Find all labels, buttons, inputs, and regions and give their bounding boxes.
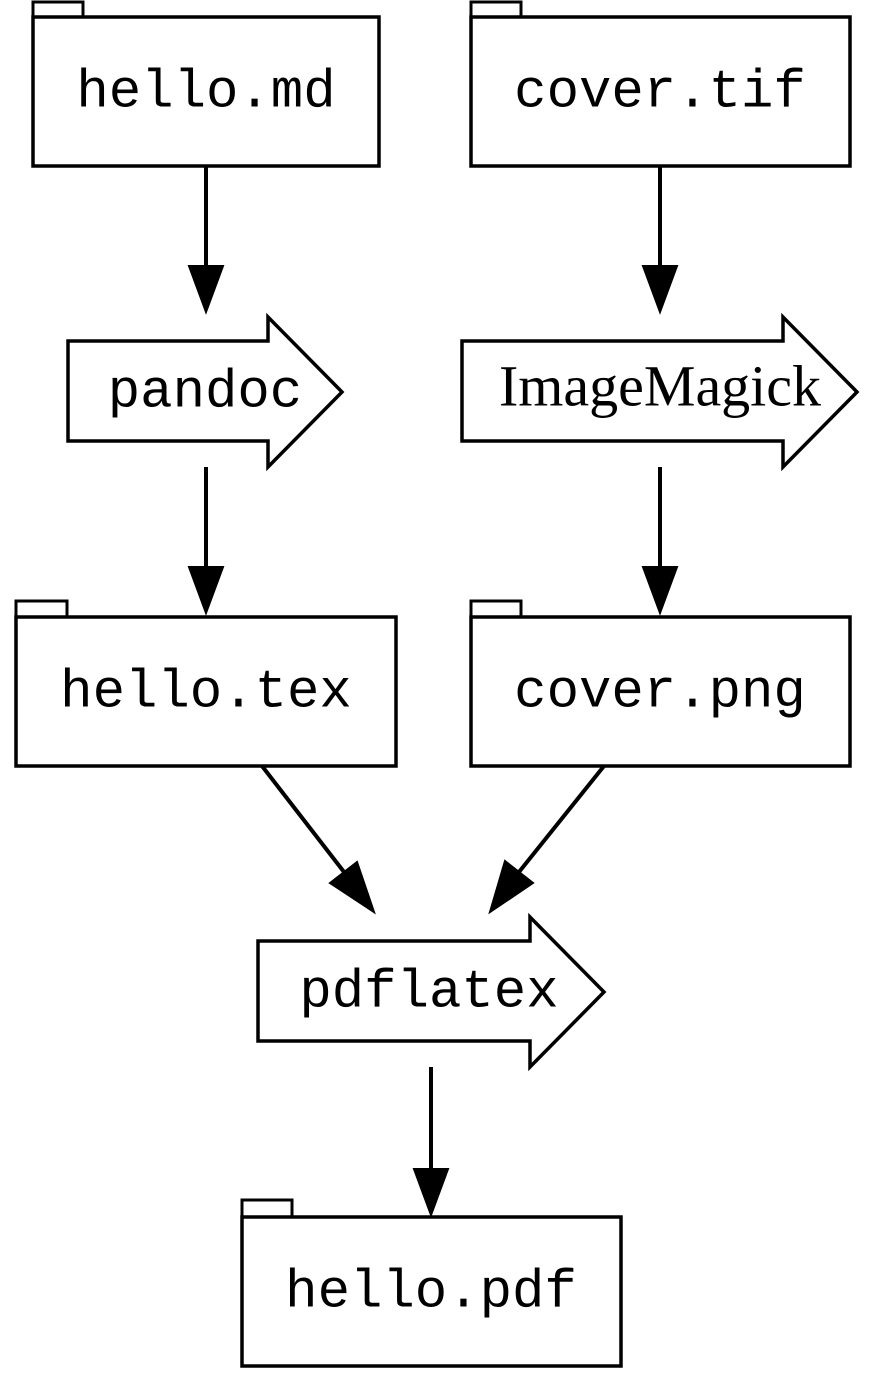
folder-tab: [469, 0, 523, 17]
arrowhead: [412, 1168, 450, 1218]
tool-label: pdflatex: [299, 962, 558, 1023]
tool-arrow-shape: [256, 912, 607, 1072]
arrowhead: [641, 566, 679, 616]
file-box: [14, 615, 398, 768]
file-label: cover.tif: [514, 62, 806, 123]
folder-tab: [240, 1198, 294, 1217]
tool-node-pandoc: pandoc: [66, 312, 345, 472]
tool-node-imagemagick: ImageMagick: [460, 312, 860, 472]
edge-pdflatex-to-hello-pdf: [412, 1067, 450, 1218]
edge-imagemagick-to-cover-png: [641, 467, 679, 616]
file-label: cover.png: [514, 662, 806, 723]
folder-tab: [14, 599, 69, 617]
folder-tab: [469, 599, 523, 617]
file-label: hello.tex: [60, 662, 352, 723]
file-label: hello.pdf: [285, 1262, 577, 1323]
tool-label: pandoc: [108, 362, 302, 423]
folder-tab: [31, 0, 85, 17]
tool-node-pdflatex: pdflatex: [256, 912, 607, 1072]
tool-label: ImageMagick: [499, 353, 821, 418]
file-node-hello-md: hello.md: [31, 0, 381, 168]
arrowhead: [187, 265, 225, 315]
edge-pandoc-to-hello-tex: [187, 467, 225, 616]
file-box: [469, 615, 852, 768]
arrowhead: [187, 566, 225, 616]
arrowhead: [488, 859, 535, 915]
file-node-hello-pdf: hello.pdf: [240, 1198, 623, 1368]
edge-hello-tex-to-pdflatex: [260, 764, 376, 915]
file-node-cover-tif: cover.tif: [469, 0, 852, 168]
file-box: [31, 15, 381, 168]
file-label: hello.md: [76, 62, 335, 123]
edge-cover-png-to-pdflatex: [488, 764, 606, 915]
edge-hello-md-to-pandoc: [187, 166, 225, 315]
file-box: [469, 15, 852, 168]
file-node-cover-png: cover.png: [469, 599, 852, 768]
file-box: [240, 1215, 623, 1368]
file-node-hello-tex: hello.tex: [14, 599, 398, 768]
tool-arrow-shape: [66, 312, 345, 472]
edge-cover-tif-to-imagemagick: [641, 166, 679, 315]
tool-arrow-shape: [460, 312, 860, 472]
arrowhead: [641, 265, 679, 315]
arrowhead: [328, 860, 376, 915]
